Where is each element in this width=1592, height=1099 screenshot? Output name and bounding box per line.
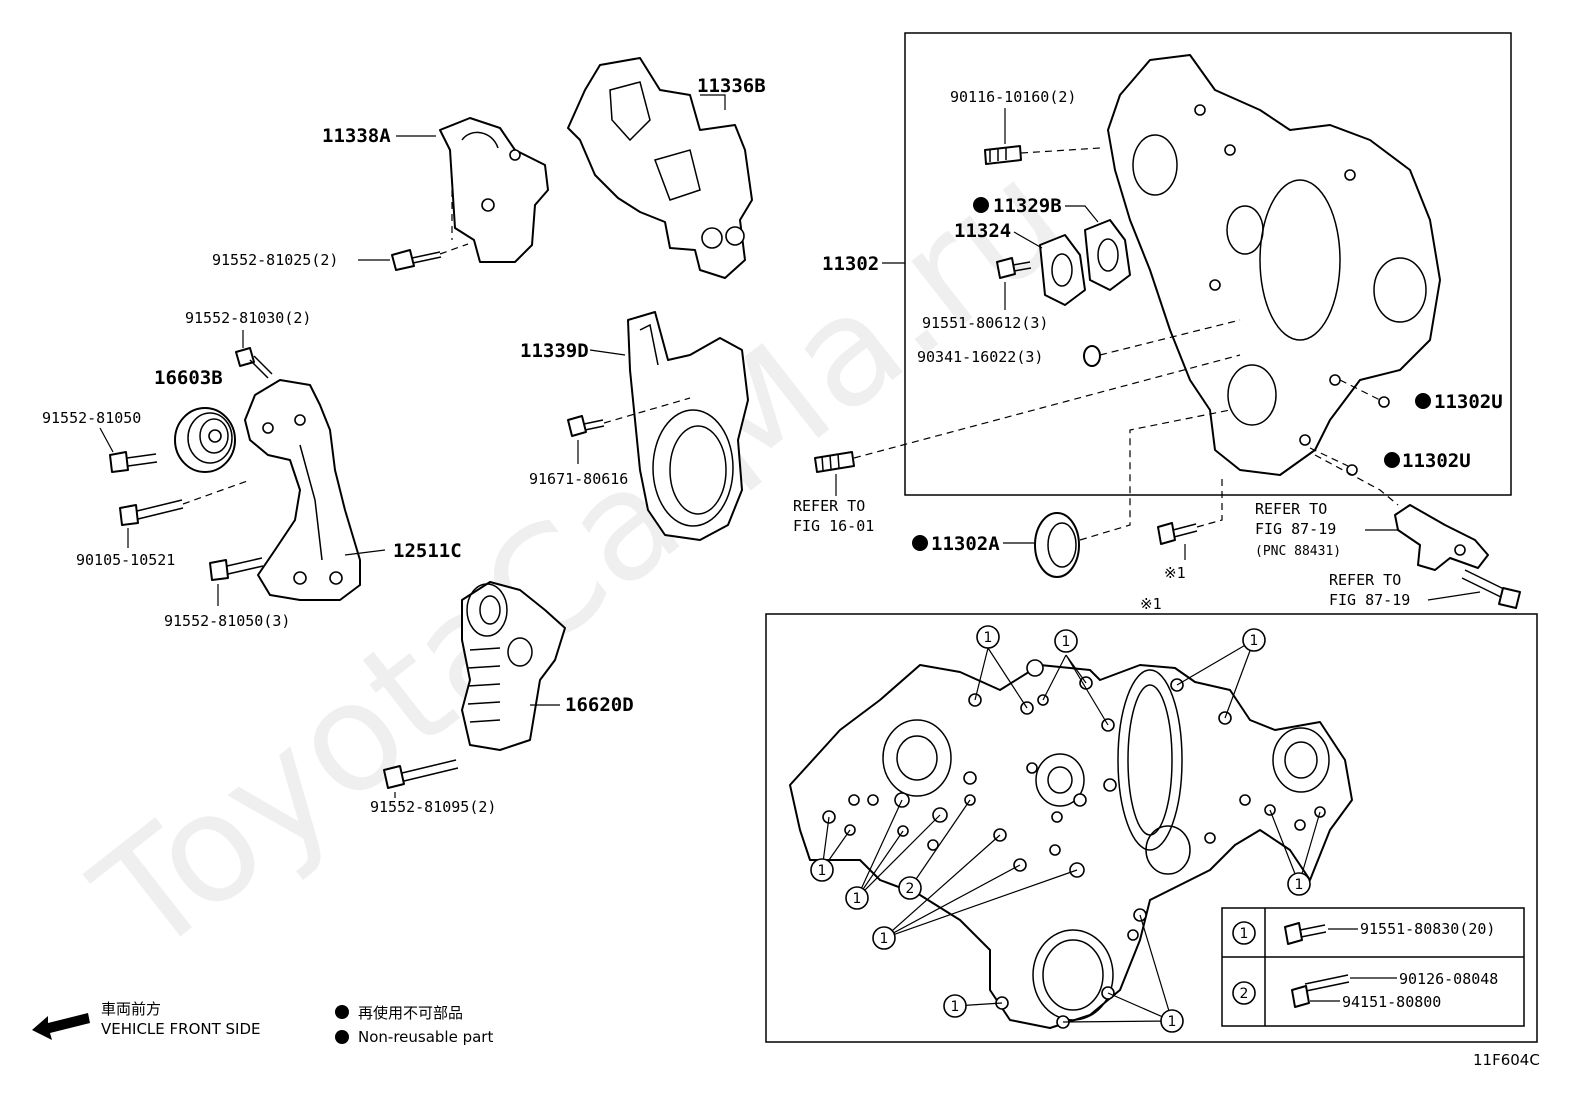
svg-text:1: 1 (1250, 633, 1259, 649)
bolt-91552-81050-x3 (209, 557, 264, 581)
label-11336b: 11336B (697, 75, 766, 97)
callout-1-i: 1 (1160, 1009, 1184, 1033)
label-91552-81030: 91552-81030(2) (185, 309, 311, 327)
label-16620d: 16620D (565, 694, 634, 716)
label-11302: 11302 (822, 253, 879, 275)
label-11324: 11324 (954, 220, 1011, 242)
legend-part-90126-08048: 90126-08048 (1399, 970, 1498, 988)
label-90105-10521: 90105-10521 (76, 551, 175, 569)
callout-1-g: 1 (1287, 872, 1311, 896)
bolt-91552-81025 (391, 249, 442, 271)
nonreusable-dot-legend-en (335, 1030, 349, 1044)
label-refer-87-19-b-line2: FIG 87-19 (1329, 591, 1410, 609)
label-11302a: 11302A (931, 533, 1000, 555)
label-91552-81025: 91552-81025(2) (212, 251, 338, 269)
label-11338a: 11338A (322, 125, 391, 147)
legend-mark-2-text: 2 (1240, 986, 1249, 1002)
label-refer-87-19-a-pnc: (PNC 88431) (1255, 544, 1341, 559)
timing-cover-subassembly-box (904, 32, 1512, 496)
part-16620d-tensioner (461, 581, 566, 751)
svg-text:1: 1 (951, 999, 960, 1015)
legend-mark-1-text: 1 (1240, 926, 1249, 942)
label-91552-81095: 91552-81095(2) (370, 798, 496, 816)
nonreusable-dot-11302a (912, 535, 928, 551)
label-16603b: 16603B (154, 367, 223, 389)
part-11338a-bracket (439, 117, 549, 263)
callout-2-a: 2 (898, 876, 922, 900)
label-11302u-lower: 11302U (1402, 450, 1471, 472)
gasket-11329b (1084, 219, 1131, 291)
label-vehicle-front-en: VEHICLE FRONT SIDE (101, 1020, 261, 1038)
stud-refer-16-01 (814, 451, 855, 473)
note-mark-detail: ※1 (1140, 595, 1162, 613)
svg-text:1: 1 (818, 863, 827, 879)
bolt-90105-10521 (119, 499, 184, 526)
label-refer-87-19-b-line1: REFER TO (1329, 571, 1401, 589)
part-16603b-pulley (174, 407, 236, 473)
label-nonreusable-jp: 再使用不可部品 (358, 1004, 463, 1022)
svg-text:1: 1 (984, 630, 993, 646)
bolt-91552-81095 (383, 759, 459, 789)
timing-cover-front-view (789, 659, 1353, 1029)
legend-part-94151-80800: 94151-80800 (1342, 993, 1441, 1011)
label-refer-87-19-a-line1: REFER TO (1255, 500, 1327, 518)
label-91671-80616: 91671-80616 (529, 470, 628, 488)
label-11302u-upper: 11302U (1434, 391, 1503, 413)
oil-seal-11302a (1034, 512, 1080, 578)
gasket-11324 (1039, 234, 1086, 306)
nonreusable-dot-11302u-lower (1384, 452, 1400, 468)
label-90116-10160: 90116-10160(2) (950, 88, 1076, 106)
bolt-note-1 (1157, 522, 1198, 545)
part-11302-timing-cover (1107, 54, 1441, 476)
pin-90341-16022 (1083, 345, 1101, 367)
callout-1-c: 1 (1242, 628, 1266, 652)
bolt-91551-80612 (996, 257, 1032, 279)
label-12511c: 12511C (393, 540, 462, 562)
plug-11302u-upper (1378, 396, 1390, 408)
callout-1-e: 1 (845, 886, 869, 910)
bolt-legend-table: 1 2 91551-80830(20) 90126-08048 94151-80… (1221, 907, 1525, 1027)
vehicle-front-arrow (32, 1013, 90, 1040)
callout-1-a: 1 (976, 625, 1000, 649)
note-mark-bolt: ※1 (1164, 564, 1186, 582)
bolt-91671-80616 (567, 415, 605, 437)
part-11339d-plate (627, 311, 749, 541)
callout-1-b: 1 (1054, 629, 1078, 653)
label-91552-81050-x3: 91552-81050(3) (164, 612, 290, 630)
label-90341-16022: 90341-16022(3) (917, 348, 1043, 366)
sensor-refer-87-19 (1394, 504, 1521, 609)
legend-mark-1 (1232, 921, 1256, 945)
label-vehicle-front-jp: 車両前方 (101, 1000, 161, 1018)
svg-text:1: 1 (1295, 877, 1304, 893)
stud-90116-10160 (984, 145, 1022, 165)
label-refer-16-01-line1: REFER TO (793, 497, 865, 515)
bolt-location-detail-box (765, 613, 1538, 1043)
callout-1-f: 1 (872, 926, 896, 950)
callout-1-d: 1 (810, 858, 834, 882)
label-nonreusable-en: Non-reusable part (358, 1028, 493, 1046)
figure-code: 11F604C (1473, 1051, 1540, 1069)
svg-text:1: 1 (853, 891, 862, 907)
nonreusable-dot-legend-jp (335, 1005, 349, 1019)
bolt-91552-81050 (109, 451, 158, 473)
label-11339d: 11339D (520, 340, 589, 362)
svg-text:1: 1 (1062, 634, 1071, 650)
label-refer-87-19-a-line2: FIG 87-19 (1255, 520, 1336, 538)
svg-text:2: 2 (906, 881, 915, 897)
legend-part-91551-80830: 91551-80830(20) (1360, 920, 1495, 938)
nonreusable-dot-11302u-upper (1415, 393, 1431, 409)
label-91552-81050: 91552-81050 (42, 409, 141, 427)
part-12511c-bracket (244, 379, 361, 601)
label-91551-80612: 91551-80612(3) (922, 314, 1048, 332)
svg-text:1: 1 (880, 931, 889, 947)
callout-1-h: 1 (943, 994, 967, 1018)
label-11329b: 11329B (993, 195, 1062, 217)
label-refer-16-01-line2: FIG 16-01 (793, 517, 874, 535)
bolt-91552-81030 (235, 347, 273, 379)
svg-text:1: 1 (1168, 1014, 1177, 1030)
legend-mark-2 (1232, 981, 1256, 1005)
part-11336b-cover (567, 57, 753, 279)
nonreusable-dot-11329b (973, 197, 989, 213)
